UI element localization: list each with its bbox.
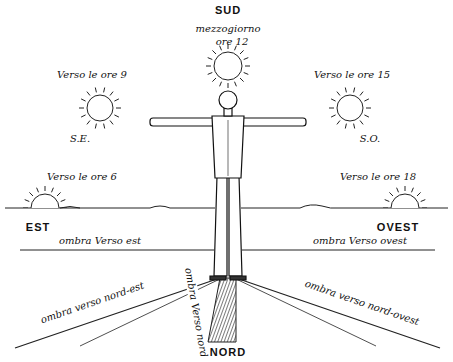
sun-ray [25,200,30,202]
time-label: Verso le ore 6 [45,171,119,182]
sun-ray [354,124,355,129]
sun-ray [212,50,216,54]
sun-ray [208,58,213,60]
sun-ray [422,208,427,209]
sun-ray [29,192,33,196]
sun-ray [79,108,84,109]
sun-ray [95,124,96,129]
sun-ray [114,99,119,101]
sun-ray [208,73,213,75]
sun-ray [337,121,340,125]
direction-label: SUD [213,4,243,16]
sun-ray [354,88,355,93]
sun-ray [87,121,90,125]
sun-ray [114,115,119,117]
sun-ray [360,92,363,96]
man-figure [150,91,306,280]
sun-south-west [329,88,371,129]
sun-ray [364,115,369,117]
sun-ray [81,115,86,117]
time-label: mezzogiorno [194,23,263,34]
sun-ray [110,121,113,125]
sun-ray [397,188,399,193]
sun-ray [240,78,244,82]
sun-ray [57,192,61,196]
horizon-hill [60,207,80,209]
shadow-line-west [242,250,435,251]
shadow-line-east [20,250,214,251]
time-label: Verso le ore 9 [55,69,129,80]
sun-south-east [79,88,121,129]
sun-ray [52,188,54,193]
sun-ray [116,108,121,109]
sun-ray [87,92,90,96]
direction-label: S.O. [358,133,382,144]
sun-ray [244,58,249,60]
sun-ray [345,88,346,93]
direction-label: S.E. [68,133,92,144]
shadow-label: ombra Verso nord [182,264,209,359]
sun-ray [62,208,67,209]
sun-ray [345,124,346,129]
sun-ray [245,66,250,67]
sun-ray [385,200,390,202]
sun-ray [104,124,105,129]
sun-ray [220,82,222,87]
sun-ray [383,208,388,209]
sun-ray [104,88,105,93]
sun-ray [235,82,237,87]
sun-ray [412,188,414,193]
sun-ray [417,192,421,196]
sun-ray [212,78,216,82]
sun-ray [110,92,113,96]
sun-ray [45,186,46,191]
sun-ray [81,99,86,101]
sun-east [23,186,67,208]
sun-ray [389,192,393,196]
sun-ray [331,99,336,101]
sun-noon [206,44,250,88]
direction-label: EST [24,221,52,233]
sun-ray [364,99,369,101]
shadow-label: ombra verso nord-ovest [301,277,422,328]
sun-ray [23,208,28,209]
sun-ray [95,88,96,93]
sun-ray [337,92,340,96]
sun-ray [331,115,336,117]
sun-west [383,186,427,208]
direction-label: OVEST [375,221,421,233]
sun-ray [329,108,334,109]
sun-ray [228,83,229,88]
shadow-label: ombra Verso ovest [311,235,409,246]
time-label: ore 12 [214,36,251,47]
direction-label: NORD [208,346,248,358]
sun-ray [206,66,211,67]
sun-ray [405,186,406,191]
sun-ray [61,200,66,202]
sun-ray [37,188,39,193]
time-label: Verso le ore 15 [312,69,392,80]
sun-ray [366,108,371,109]
sun-ray [244,73,249,75]
shadow-label: ombra Verso est [57,235,143,246]
shadow-label: ombra verso nord-est [37,278,147,325]
sun-ray [240,50,244,54]
shadow-north [208,278,236,342]
time-label: Verso le ore 18 [338,171,418,182]
sun-ray [421,200,426,202]
sun-ray [360,121,363,125]
